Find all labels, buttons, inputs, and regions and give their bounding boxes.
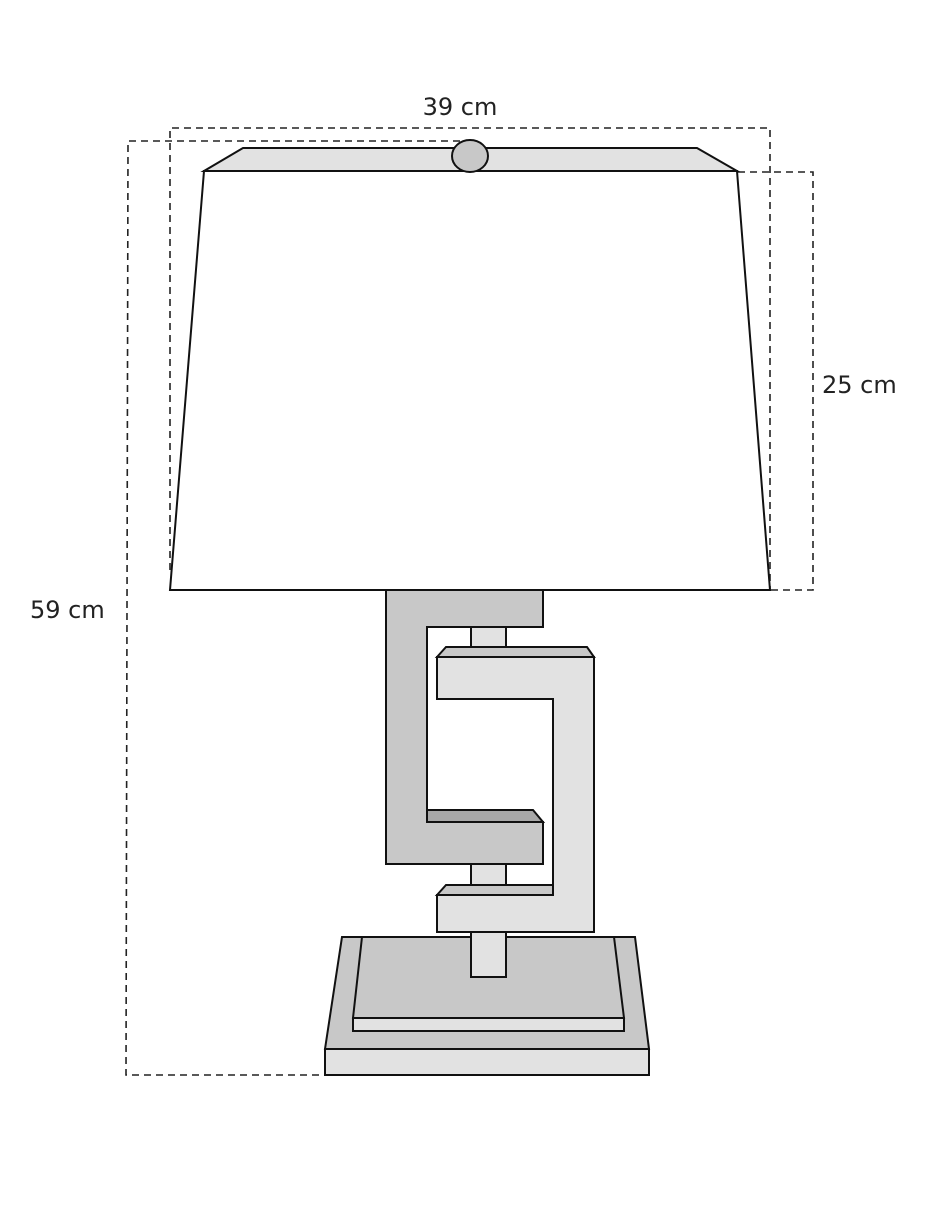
lamp-shade — [168, 139, 772, 591]
back-c-ledge-shading — [426, 809, 546, 823]
width-dimension-guide — [169, 127, 771, 590]
front-c-bottom-bevel — [434, 884, 554, 896]
bottom-connector — [470, 931, 507, 978]
shade-height-label: 25 cm — [822, 371, 897, 399]
shade-body — [168, 170, 772, 591]
base-upper-tier-edge — [352, 1017, 625, 1032]
lamp-body — [385, 589, 596, 933]
total-height-label: 59 cm — [30, 596, 105, 624]
lamp-base — [323, 931, 651, 1076]
dimension-guides — [125, 127, 814, 1076]
base-bottom-plinth — [324, 1048, 650, 1076]
front-c-top-bevel — [434, 646, 596, 658]
shade-height-dimension-guide — [738, 171, 814, 591]
width-label: 39 cm — [423, 93, 498, 121]
finial — [451, 139, 489, 173]
dimension-labels: 39 cm 25 cm 59 cm — [30, 93, 897, 624]
